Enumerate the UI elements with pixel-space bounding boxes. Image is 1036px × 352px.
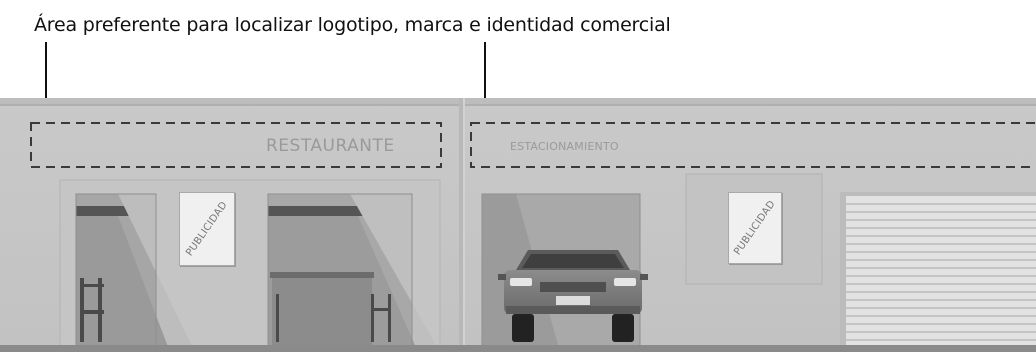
stool-3 xyxy=(388,294,391,342)
parking-sign-text: ESTACIONAMIENTO xyxy=(510,140,619,153)
column-divider-light xyxy=(463,98,465,352)
left-opening-frame xyxy=(75,193,157,352)
chair-left-back xyxy=(80,284,104,287)
right-opening-lintel xyxy=(268,206,396,216)
storefront-facade: RESTAURANTE ESTACIONAMIENTO PUBLICIDAD P… xyxy=(0,98,1036,352)
shutter xyxy=(846,196,1036,352)
leader-line-center xyxy=(484,42,486,152)
stool-1 xyxy=(276,294,279,342)
counter-top xyxy=(270,272,374,278)
car xyxy=(498,250,648,342)
cornice-shadow xyxy=(0,104,1036,106)
restaurant-sign-text: RESTAURANTE xyxy=(266,136,395,156)
poster-right: PUBLICIDAD xyxy=(728,192,782,264)
leader-line-left xyxy=(45,42,47,152)
facade-illustration xyxy=(0,98,1036,352)
right-opening-frame xyxy=(267,193,413,352)
poster-left: PUBLICIDAD xyxy=(179,192,235,266)
poster-left-text: PUBLICIDAD xyxy=(184,199,230,259)
poster-right-text: PUBLICIDAD xyxy=(732,198,778,258)
chair-left-seat xyxy=(80,310,104,314)
sign-zone-restaurant xyxy=(30,122,442,168)
sign-zone-parking xyxy=(470,122,1036,168)
right-opening-light xyxy=(350,194,440,352)
counter xyxy=(272,276,372,352)
stool-2 xyxy=(371,294,374,342)
shutter-slats xyxy=(846,203,1036,349)
column-divider xyxy=(459,98,463,352)
caption: Área preferente para localizar logotipo,… xyxy=(34,14,671,36)
cornice xyxy=(0,98,1036,104)
sidewalk xyxy=(0,345,1036,352)
left-opening-lintel xyxy=(76,206,138,216)
stool-seat xyxy=(372,308,390,311)
